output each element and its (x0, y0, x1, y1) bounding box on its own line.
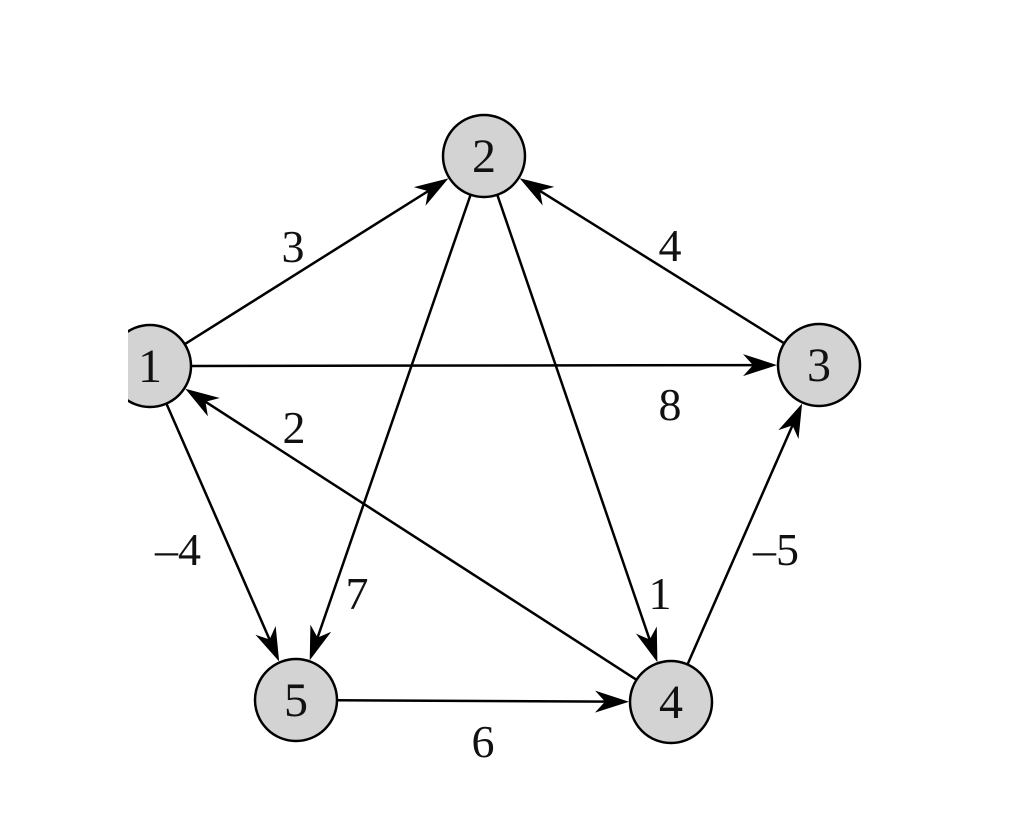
edge-2-4 (496, 194, 658, 663)
edge-weight-label: 8 (659, 379, 682, 430)
arrowhead-icon (255, 625, 280, 662)
node-circle (441, 113, 527, 199)
node-circle (628, 659, 714, 745)
edge-weight-label: 3 (282, 221, 305, 272)
node-2: 2 (441, 113, 527, 199)
edge-line (496, 194, 653, 644)
edge-weight-label: 4 (659, 220, 682, 271)
edge-line (336, 698, 610, 703)
edge-line (184, 187, 433, 346)
node-4: 4 (628, 659, 714, 745)
arrowhead-icon (742, 354, 778, 377)
edge-line (315, 194, 472, 642)
node-circle (253, 657, 339, 743)
arrowhead-icon (594, 690, 630, 713)
edge-5-4 (336, 690, 630, 713)
edge-3-2 (519, 178, 785, 345)
edge-1-2 (184, 178, 449, 346)
edge-line (686, 421, 796, 665)
edge-weight-label: –5 (752, 524, 799, 575)
edge-4-1 (185, 388, 638, 681)
node-label: 3 (807, 339, 831, 392)
node-label: 1 (138, 340, 162, 393)
edge-weight-label: 6 (472, 716, 495, 767)
node-circle (128, 323, 193, 409)
arrowhead-icon (778, 403, 803, 440)
edge-line (190, 363, 758, 368)
edge-line (535, 187, 785, 345)
edge-2-5 (309, 194, 472, 661)
edge-4-3 (686, 403, 803, 665)
arrowhead-icon (635, 626, 658, 663)
arrowhead-icon (185, 388, 220, 417)
node-label: 2 (472, 130, 496, 183)
node-3: 3 (776, 322, 862, 408)
arrowhead-icon (309, 624, 332, 661)
arrowhead-icon (413, 178, 449, 206)
edge-line (165, 403, 273, 644)
edge-1-3 (190, 354, 778, 377)
edge-weight-label: 7 (346, 568, 369, 619)
node-1: 1 (128, 323, 193, 409)
node-5: 5 (253, 657, 339, 743)
edge-weight-label: 1 (649, 568, 672, 619)
node-circle (776, 322, 862, 408)
edge-line (201, 398, 638, 681)
edge-weight-label: –4 (154, 524, 201, 575)
edge-weight-label: 2 (283, 402, 306, 453)
node-label: 4 (659, 676, 683, 729)
edge-1-5 (165, 403, 280, 662)
arrowhead-icon (519, 178, 555, 206)
node-label: 5 (284, 674, 308, 727)
